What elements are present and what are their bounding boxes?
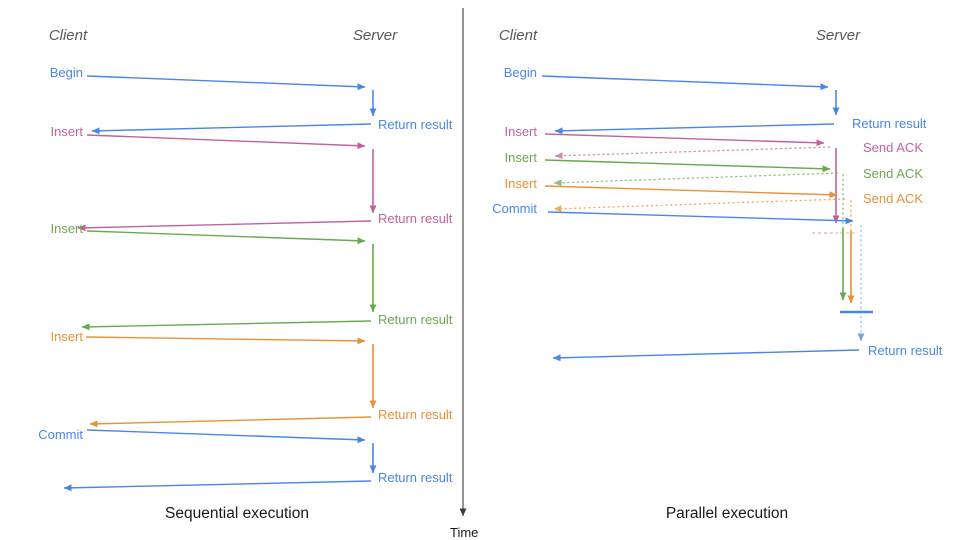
seq-begin-response-arrow — [91, 123, 372, 135]
seq-client-header: Client — [49, 27, 88, 44]
par-insert1-request-arrow — [544, 133, 825, 147]
seq-insert1-label: Insert — [50, 124, 83, 139]
par-insert3-request-arrow — [544, 185, 838, 199]
seq-return-result-1-label: Return result — [378, 117, 453, 132]
par-insert3-label: Insert — [504, 176, 537, 191]
par-send-ack-1-label: Send ACK — [863, 140, 923, 155]
seq-server-header: Server — [353, 27, 398, 44]
par-server-header: Server — [816, 27, 861, 44]
time-axis-label: Time — [450, 525, 478, 540]
par-insert3-ack-dotted-arrow — [553, 198, 846, 213]
par-client-header: Client — [499, 27, 538, 44]
par-send-ack-3-label: Send ACK — [863, 191, 923, 206]
seq-commit-response-arrow — [63, 480, 372, 492]
seq-insert2-response-arrow — [81, 320, 372, 331]
sequential-panel-title: Sequential execution — [165, 505, 309, 522]
par-begin-response-arrow — [554, 123, 835, 135]
par-commit-response-arrow — [552, 349, 860, 362]
par-send-ack-2-label: Send ACK — [863, 166, 923, 181]
par-insert1-ack-dotted-arrow — [554, 146, 831, 160]
sequential-panel: Client Server Begin Return result Insert… — [38, 27, 453, 522]
seq-insert3-label: Insert — [50, 329, 83, 344]
par-begin-request-arrow — [541, 75, 829, 91]
par-return-result-final-label: Return result — [868, 343, 943, 358]
seq-insert3-response-arrow — [89, 416, 372, 428]
seq-return-result-5-label: Return result — [378, 470, 453, 485]
seq-commit-label: Commit — [38, 427, 83, 442]
par-insert1-label: Insert — [504, 124, 537, 139]
seq-return-result-3-label: Return result — [378, 312, 453, 327]
seq-return-result-2-label: Return result — [378, 211, 453, 226]
par-return-result-begin-label: Return result — [852, 116, 927, 131]
seq-insert1-response-arrow — [77, 220, 372, 232]
seq-insert2-request-arrow — [86, 230, 366, 245]
seq-return-result-4-label: Return result — [378, 407, 453, 422]
par-insert2-ack-dotted-arrow — [553, 172, 839, 187]
seq-begin-request-arrow — [86, 75, 366, 91]
seq-commit-request-arrow — [86, 429, 366, 444]
par-begin-label: Begin — [504, 65, 537, 80]
seq-insert1-request-arrow — [86, 134, 366, 150]
seq-insert2-label: Insert — [50, 221, 83, 236]
par-commit-label: Commit — [492, 201, 537, 216]
par-insert2-request-arrow — [544, 159, 831, 173]
seq-begin-label: Begin — [50, 65, 83, 80]
parallel-panel-title: Parallel execution — [666, 505, 788, 522]
parallel-panel: Client Server Begin Return result Insert… — [492, 27, 943, 522]
par-commit-request-arrow — [547, 211, 854, 225]
par-insert2-label: Insert — [504, 150, 537, 165]
seq-insert3-request-arrow — [85, 336, 366, 345]
